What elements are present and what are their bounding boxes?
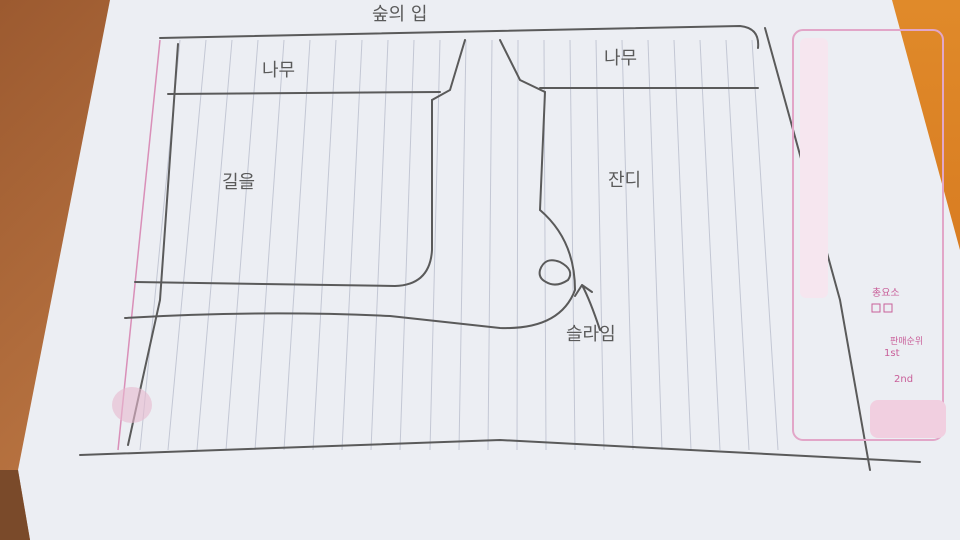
tree-left-label: 나무 — [262, 60, 295, 81]
form-checkbox-2 — [883, 303, 893, 313]
pink-smudge — [112, 387, 152, 423]
frame-right — [764, 27, 871, 471]
margin-line — [117, 39, 161, 451]
slime-label: 슬라임 — [566, 324, 616, 345]
form-label-top: 총요소 — [872, 287, 900, 299]
paper-sheet — [18, 0, 960, 540]
slime-arrow — [574, 284, 601, 331]
slime-blob — [538, 259, 572, 286]
form-checkbox-1 — [871, 303, 881, 313]
right-path — [124, 39, 577, 330]
frame-bottom — [79, 438, 921, 463]
left-block — [134, 39, 466, 288]
form-box — [792, 29, 944, 441]
form-rank-1: 1st — [884, 348, 900, 359]
field-left-label: 길을 — [222, 172, 255, 193]
frame-top — [159, 24, 760, 49]
tree-band-line — [167, 87, 759, 95]
form-bar — [800, 38, 828, 298]
tree-right-label: 나무 — [604, 48, 637, 69]
sketch-title: 숲의 입 — [372, 4, 427, 25]
paper-shadow — [0, 470, 30, 540]
form-rank-2: 2nd — [894, 374, 913, 385]
field-right-label: 잔디 — [608, 170, 641, 191]
form-bottom-pink — [870, 400, 946, 438]
pencil-drawing — [79, 24, 921, 471]
form-label-col: 판매순위 — [890, 336, 923, 347]
paper-form: 총요소 판매순위 1st 2nd 3rd — [792, 29, 946, 441]
ruled-lines — [139, 39, 779, 451]
